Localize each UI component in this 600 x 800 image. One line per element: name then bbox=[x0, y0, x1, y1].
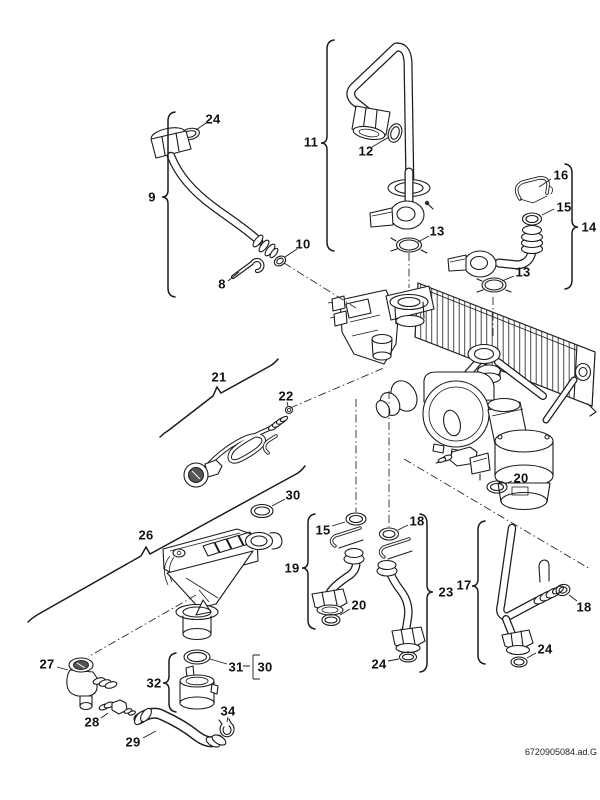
part-label-28: 28 bbox=[84, 714, 100, 730]
part-label-24-pipe: 24 bbox=[371, 656, 387, 672]
brace-11 bbox=[320, 39, 335, 252]
oring-20-pipe bbox=[321, 613, 341, 627]
part-label-30-bottom: 30 bbox=[257, 659, 273, 675]
pipe-17-group bbox=[496, 523, 571, 668]
part-label-26: 26 bbox=[138, 527, 154, 543]
elbow-assembly-14 bbox=[447, 176, 553, 293]
washer-18-mid bbox=[378, 527, 400, 541]
part-label-15-bottom: 15 bbox=[315, 522, 331, 538]
brace-14 bbox=[564, 163, 579, 290]
bracket-30 bbox=[243, 654, 260, 680]
part-label-13-left: 13 bbox=[429, 223, 445, 239]
part-label-20-assembly: 20 bbox=[513, 470, 529, 486]
heat-exchanger bbox=[414, 282, 597, 417]
part-label-21: 21 bbox=[211, 369, 227, 385]
part-label-11: 11 bbox=[303, 134, 319, 150]
gasket-12 bbox=[387, 123, 403, 143]
brace-9 bbox=[161, 111, 176, 298]
part-label-18-mid: 18 bbox=[409, 513, 425, 529]
part-label-12: 12 bbox=[358, 143, 374, 159]
washer-15-bottom bbox=[345, 512, 367, 526]
pipe-assembly-11 bbox=[346, 42, 434, 254]
part-label-19: 19 bbox=[284, 560, 300, 576]
pump bbox=[375, 371, 495, 459]
retainer-hook bbox=[262, 434, 278, 455]
divider-21 bbox=[159, 358, 279, 438]
part-label-8: 8 bbox=[218, 276, 226, 292]
spring-clip bbox=[378, 537, 413, 560]
part-label-15-top: 15 bbox=[556, 199, 572, 215]
oring-31 bbox=[183, 649, 211, 665]
brace-23 bbox=[419, 513, 434, 673]
part-label-31: 31 bbox=[228, 659, 244, 675]
spring-clip bbox=[329, 526, 364, 549]
part-label-23: 23 bbox=[438, 584, 454, 600]
oring-20-assembly bbox=[486, 480, 508, 494]
clip-34 bbox=[218, 718, 235, 738]
pipe-assembly-9 bbox=[150, 127, 287, 280]
leader-lines bbox=[56, 122, 578, 739]
hose-29 bbox=[133, 707, 227, 748]
part-label-34: 34 bbox=[220, 703, 236, 719]
brace-17 bbox=[471, 520, 486, 665]
part-label-18-right: 18 bbox=[576, 599, 592, 615]
clip-8 bbox=[230, 257, 265, 280]
part-label-17: 17 bbox=[456, 577, 472, 593]
part-label-20-pipe: 20 bbox=[351, 597, 367, 613]
part-label-9: 9 bbox=[148, 189, 156, 205]
elbow-27 bbox=[66, 657, 118, 711]
part-label-32: 32 bbox=[146, 675, 162, 691]
oring-10 bbox=[273, 255, 287, 267]
pipe-19-group bbox=[311, 512, 367, 627]
group-braces bbox=[27, 39, 579, 713]
part-label-13-right: 13 bbox=[515, 264, 531, 280]
screw-22 bbox=[284, 405, 294, 415]
clip-16 bbox=[514, 176, 553, 204]
staple-clip bbox=[538, 559, 550, 583]
three-way-valve bbox=[435, 376, 578, 511]
part-label-24-top: 24 bbox=[205, 111, 221, 127]
part-label-30-top: 30 bbox=[285, 487, 301, 503]
clamp-13-right bbox=[476, 277, 512, 293]
part-label-10: 10 bbox=[295, 236, 311, 252]
divider-26 bbox=[27, 465, 306, 623]
part-label-16: 16 bbox=[553, 167, 569, 183]
document-code: 6720905084.ad.G bbox=[524, 747, 597, 757]
oring-24-pipe bbox=[398, 651, 418, 663]
part-label-29: 29 bbox=[125, 734, 141, 750]
part-label-24-right: 24 bbox=[537, 641, 553, 657]
oring-24-right bbox=[510, 656, 528, 668]
cup-32 bbox=[179, 665, 219, 710]
oring-18-right bbox=[555, 583, 571, 597]
part-label-22: 22 bbox=[278, 388, 294, 404]
siphon-assembly-26 bbox=[162, 503, 283, 641]
reference-lines bbox=[87, 253, 591, 658]
oring-30-top bbox=[250, 503, 274, 519]
clamp-13-left bbox=[390, 237, 428, 254]
washer-15-top bbox=[521, 212, 543, 226]
nipple-28 bbox=[98, 699, 136, 716]
sensor-cable-21 bbox=[183, 405, 294, 488]
pipe-23-group bbox=[376, 527, 426, 663]
part-label-27: 27 bbox=[39, 656, 55, 672]
part-label-14: 14 bbox=[581, 219, 597, 235]
brace-32 bbox=[162, 652, 177, 713]
brace-19 bbox=[301, 513, 316, 630]
